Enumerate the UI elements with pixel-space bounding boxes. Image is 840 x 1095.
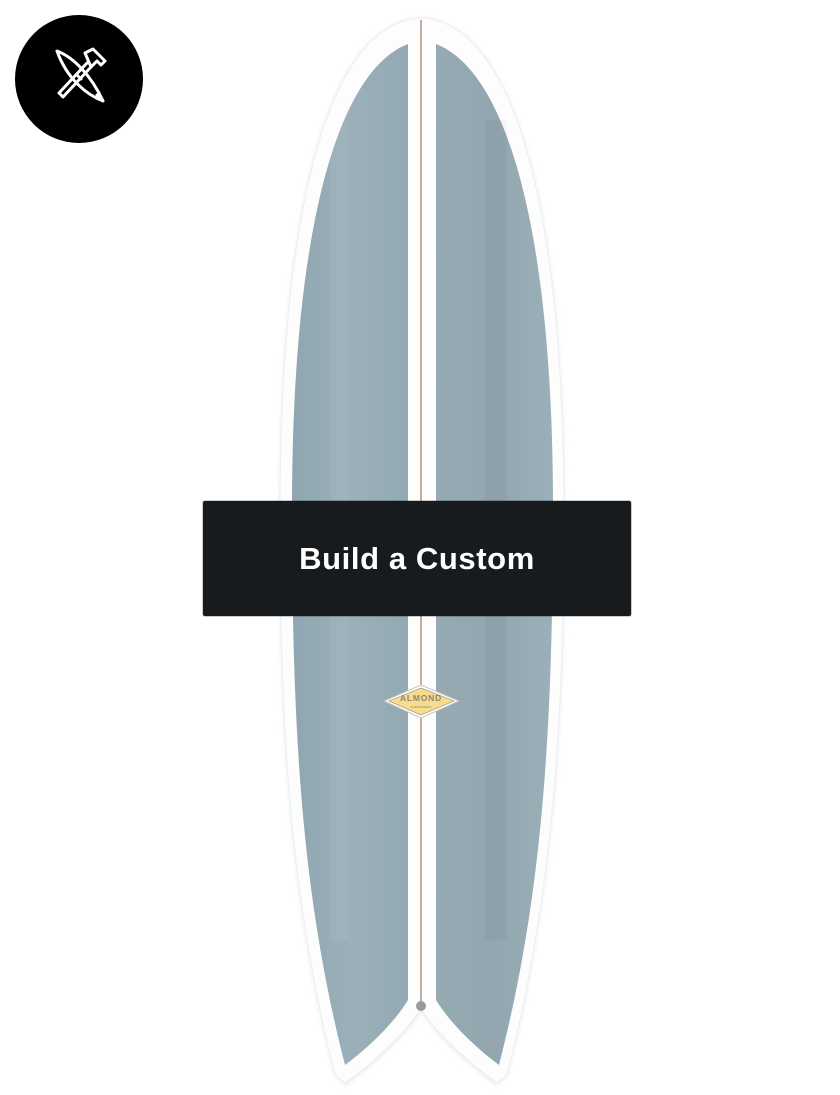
custom-build-badge[interactable] (15, 15, 143, 143)
surfboard-hammer-icon (55, 47, 107, 103)
brand-logo: ALMOND SURFBOARDS (382, 684, 461, 719)
build-a-custom-label: Build a Custom (299, 540, 535, 576)
build-a-custom-button[interactable]: Build a Custom (203, 501, 631, 616)
svg-text:ALMOND: ALMOND (400, 693, 442, 703)
svg-text:SURFBOARDS: SURFBOARDS (411, 705, 432, 709)
